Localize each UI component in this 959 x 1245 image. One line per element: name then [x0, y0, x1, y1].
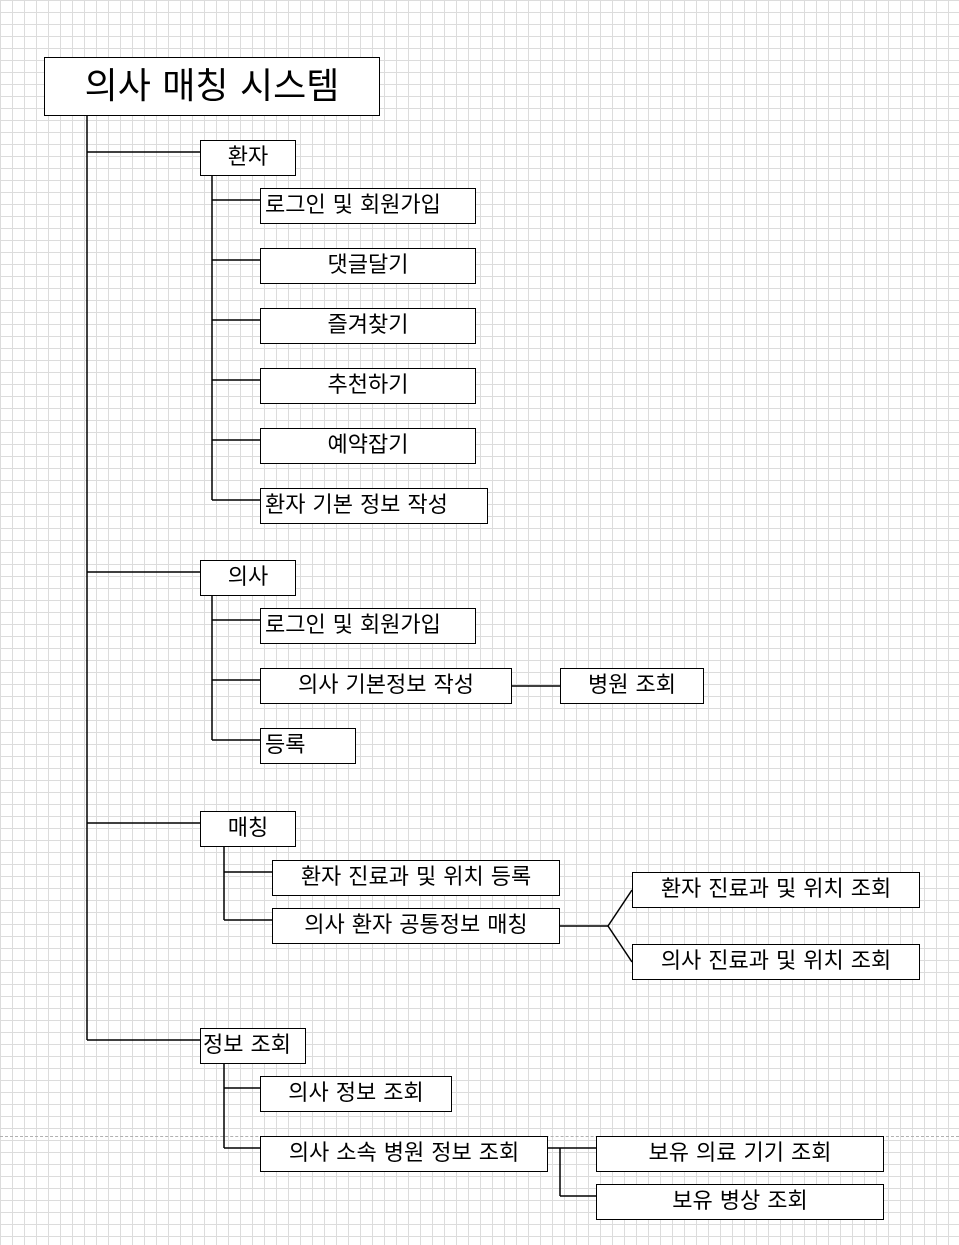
patient-comment-node: 댓글달기 [260, 248, 476, 284]
doctor-basic-info-node: 의사 기본정보 작성 [260, 668, 512, 704]
info-lookup-node: 정보 조회 [200, 1028, 306, 1064]
patient-basic-info-node: 환자 기본 정보 작성 [260, 488, 488, 524]
patient-reservation-node: 예약잡기 [260, 428, 476, 464]
doctor-dept-location-lookup-node: 의사 진료과 및 위치 조회 [632, 944, 920, 980]
medical-equipment-lookup-node: 보유 의료 기기 조회 [596, 1136, 884, 1172]
patient-node: 환자 [200, 140, 296, 176]
patient-recommend-node: 추천하기 [260, 368, 476, 404]
patient-login-signup-node: 로그인 및 회원가입 [260, 188, 476, 224]
system-title-box: 의사 매칭 시스템 [44, 57, 380, 116]
hospital-beds-lookup-node: 보유 병상 조회 [596, 1184, 884, 1220]
doctor-patient-common-matching-node: 의사 환자 공통정보 매칭 [272, 908, 560, 944]
doctor-info-lookup-node: 의사 정보 조회 [260, 1076, 452, 1112]
patient-dept-location-register-node: 환자 진료과 및 위치 등록 [272, 860, 560, 896]
hospital-lookup-node: 병원 조회 [560, 668, 704, 704]
matching-node: 매칭 [200, 811, 296, 847]
doctor-hospital-info-lookup-node: 의사 소속 병원 정보 조회 [260, 1136, 548, 1172]
patient-dept-location-lookup-node: 환자 진료과 및 위치 조회 [632, 872, 920, 908]
patient-favorite-node: 즐겨찾기 [260, 308, 476, 344]
doctor-login-signup-node: 로그인 및 회원가입 [260, 608, 476, 644]
doctor-node: 의사 [200, 560, 296, 596]
doctor-register-node: 등록 [260, 728, 356, 764]
